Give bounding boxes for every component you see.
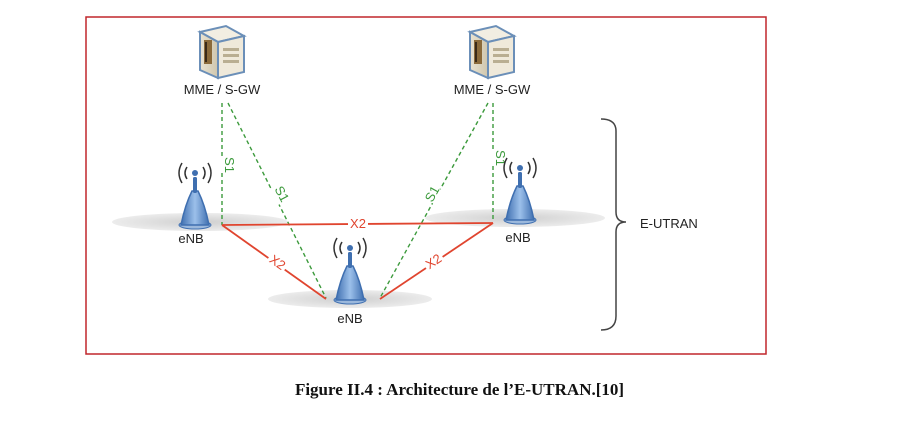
svg-text:S1: S1 [422,183,443,204]
x2-link-label-right: X2 [421,250,446,274]
enb-bottom-label: eNB [337,311,362,326]
svg-text:X2: X2 [423,251,445,272]
e-utran-brace [600,118,627,331]
mme-right-label: MME / S-GW [454,82,531,97]
s1-link-label-a: S1 [221,157,237,173]
svg-text:X2: X2 [350,216,366,231]
x2-link-label-left: X2 [265,251,290,275]
figure-caption: Figure II.4 : Architecture de l’E-UTRAN.… [294,380,625,399]
x2-link-label-top: X2 [348,216,368,231]
server-icon [469,25,515,79]
enb-left-label: eNB [178,231,203,246]
server-icon [199,25,245,79]
s1-link-left-mme-bottom-enb [227,102,327,299]
figure-frame [85,16,767,355]
svg-text:S1: S1 [272,183,293,204]
svg-text:X2: X2 [267,252,289,273]
svg-text:S1: S1 [493,150,508,166]
s1-link-label-b: S1 [270,183,293,205]
mme-left-label: MME / S-GW [184,82,261,97]
s1-link-right-mme-bottom-enb [379,102,489,299]
svg-text:S1: S1 [222,157,237,173]
s1-link-label-c: S1 [422,183,444,205]
enb-right-label: eNB [505,230,530,245]
e-utran-label: E-UTRAN [640,216,698,231]
s1-link-label-d: S1 [492,150,508,166]
